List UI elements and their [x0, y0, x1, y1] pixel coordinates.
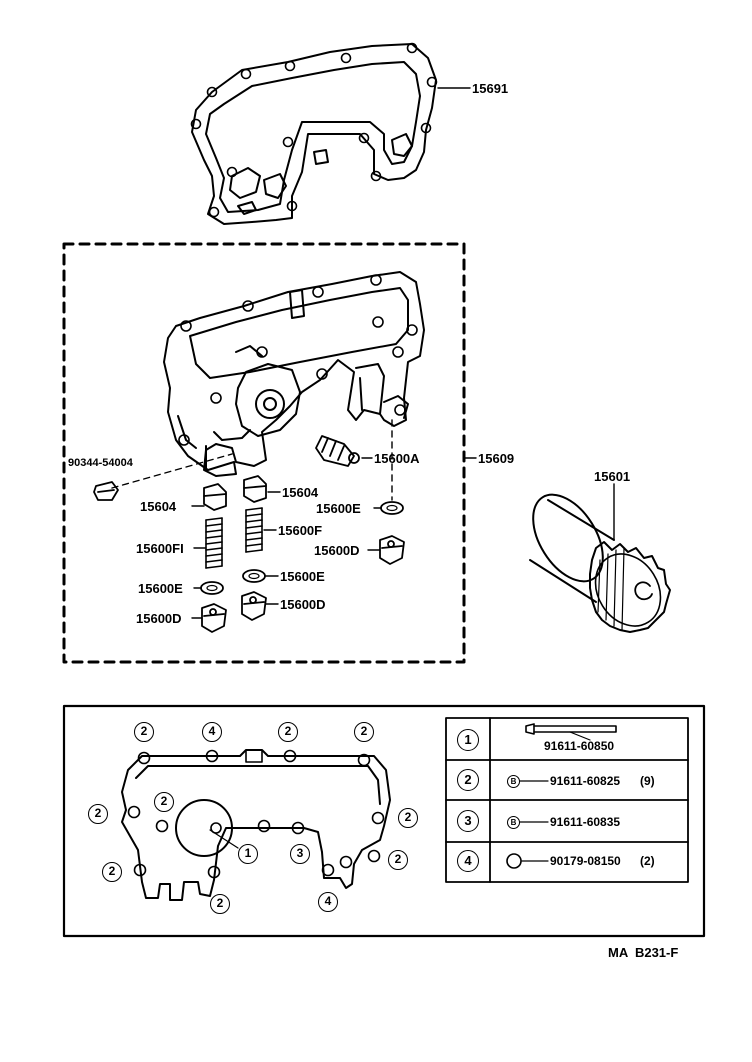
callout-1: 1	[238, 844, 258, 864]
bolt-layout-holes	[127, 749, 385, 879]
assembly-15609-boundary	[62, 242, 466, 664]
valve-15604-left	[203, 483, 227, 511]
label-15609: 15609	[478, 451, 515, 466]
label-15604-left: 15604	[140, 499, 177, 514]
table-row-1-number: 1	[457, 729, 479, 751]
callout-2: 2	[398, 808, 418, 828]
bolt-layout-outline	[121, 749, 391, 901]
label-90344-54004: 90344-54004	[68, 457, 133, 469]
callout-4: 4	[202, 722, 222, 742]
label-15691: 15691	[472, 81, 509, 96]
table-row-3-part: 91611-60835	[550, 815, 621, 829]
plug-15600D-left	[201, 603, 227, 633]
valve-15604-right	[243, 475, 267, 503]
label-15600E-top: 15600E	[316, 501, 361, 516]
table-row-1-part: 91611-60850	[544, 739, 615, 753]
table-row-2-part: 91611-60825	[550, 774, 621, 788]
gasket-15600E-left	[200, 581, 224, 595]
callout-4: 4	[318, 892, 338, 912]
callout-2: 2	[210, 894, 230, 914]
callout-2: 2	[102, 862, 122, 882]
bolt-91611-60850-drawing	[525, 723, 617, 741]
diagram-code: MA B231-F	[608, 945, 679, 960]
oil-filter-15601-drawing	[529, 493, 671, 633]
table-row-2-number: 2	[457, 769, 479, 791]
bolt-b-icon: B	[507, 775, 520, 788]
gasket-15691-drawing	[191, 43, 437, 225]
label-15601: 15601	[594, 469, 631, 484]
gasket-15600E-right	[380, 501, 404, 515]
callout-2: 2	[388, 850, 408, 870]
table-row-2-qty: (9)	[640, 774, 655, 788]
bolt-table-grid	[445, 717, 689, 883]
callout-2: 2	[354, 722, 374, 742]
table-row-4-qty: (2)	[640, 854, 655, 868]
table-row-4-number: 4	[457, 850, 479, 872]
label-15600F-left: 15600FI	[136, 541, 184, 556]
nut-90179-08150-icon	[506, 853, 522, 869]
oil-pump-bolt-holes	[178, 274, 418, 446]
plug-90344	[93, 481, 119, 501]
label-15600E-left: 15600E	[138, 581, 183, 596]
label-15600D-left: 15600D	[136, 611, 182, 626]
spring-15600F-left	[205, 517, 223, 569]
callout-2: 2	[278, 722, 298, 742]
label-15600A: 15600A	[374, 451, 420, 466]
label-15600F-right: 15600F	[278, 523, 323, 538]
relief-valve-15600A	[315, 435, 360, 467]
oil-pump-body-drawing	[163, 271, 425, 477]
label-15600E-mid: 15600E	[280, 569, 325, 584]
spring-15600F-right	[245, 507, 263, 553]
table-row-3-number: 3	[457, 810, 479, 832]
callout-3: 3	[290, 844, 310, 864]
callout-2: 2	[134, 722, 154, 742]
callout-2: 2	[154, 792, 174, 812]
plug-15600D-right	[379, 535, 405, 565]
bolt-b-icon: B	[507, 816, 520, 829]
label-15600D-mid: 15600D	[280, 597, 326, 612]
plug-15600D-mid	[241, 591, 267, 621]
label-15600D-right: 15600D	[314, 543, 360, 558]
label-15604-right: 15604	[282, 485, 319, 500]
gasket-bolt-holes	[190, 42, 438, 218]
bolt-layout-panel	[62, 704, 706, 938]
callout-2: 2	[88, 804, 108, 824]
table-row-4-part: 90179-08150	[550, 854, 621, 868]
gasket-15600E-mid	[242, 569, 266, 583]
